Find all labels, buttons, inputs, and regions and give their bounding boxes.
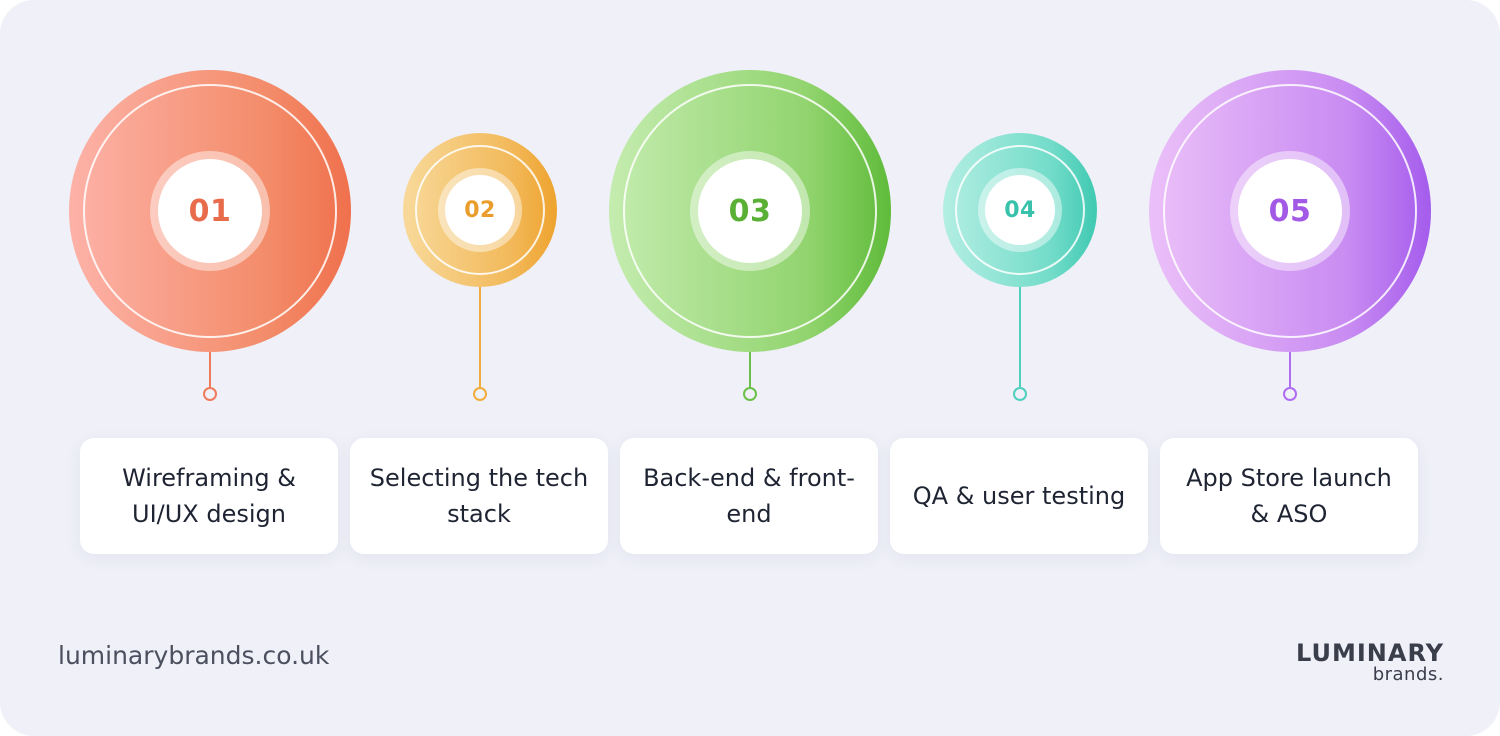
step-2-card: Selecting the tech stack <box>350 438 608 554</box>
step-2-dot <box>473 387 487 401</box>
step-5: 05 <box>1149 0 1431 736</box>
step-2-number: 02 <box>445 175 515 245</box>
step-1: 01 <box>69 0 351 736</box>
step-1-stem <box>209 352 211 387</box>
step-1-number: 01 <box>158 159 262 263</box>
step-4-card: QA & user testing <box>890 438 1148 554</box>
step-4-number: 04 <box>985 175 1055 245</box>
step-1-card: Wireframing & UI/UX design <box>80 438 338 554</box>
step-4-dot <box>1013 387 1027 401</box>
logo-subtext: brands. <box>1372 664 1444 685</box>
footer-url: luminarybrands.co.uk <box>58 641 330 670</box>
step-3: 03 <box>609 0 891 736</box>
step-3-dot <box>743 387 757 401</box>
step-5-card: App Store launch & ASO <box>1160 438 1418 554</box>
step-4-stem <box>1019 287 1021 387</box>
logo-wordmark: LUMINARY <box>1296 639 1444 667</box>
step-5-stem <box>1289 352 1291 387</box>
step-3-stem <box>749 352 751 387</box>
step-2-ring <box>415 145 545 275</box>
step-1-dot <box>203 387 217 401</box>
step-3-card: Back-end & front-end <box>620 438 878 554</box>
step-1-ring <box>83 84 337 338</box>
step-5-number: 05 <box>1238 159 1342 263</box>
step-2-stem <box>479 287 481 387</box>
step-5-dot <box>1283 387 1297 401</box>
step-5-ring <box>1163 84 1417 338</box>
step-4: 04 <box>885 0 1155 736</box>
step-2: 02 <box>345 0 615 736</box>
step-4-ring <box>955 145 1085 275</box>
step-3-number: 03 <box>698 159 802 263</box>
brand-logo: LUMINARY brands. <box>1296 640 1444 684</box>
step-3-ring <box>623 84 877 338</box>
